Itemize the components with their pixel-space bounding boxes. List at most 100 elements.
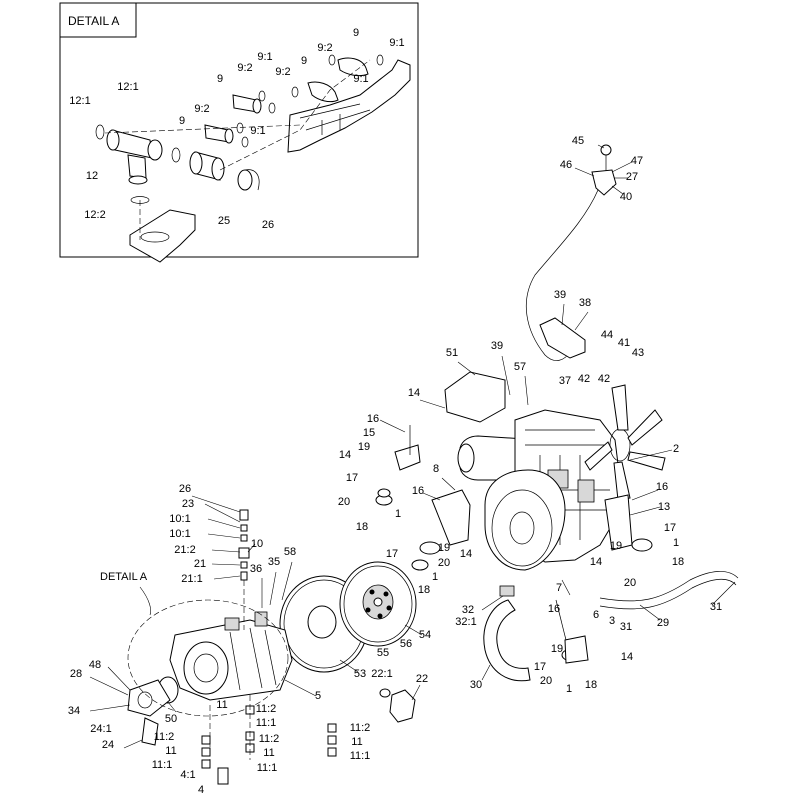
part-callout: 21 [194, 558, 206, 570]
detail-part-callout: 9:1 [353, 73, 368, 85]
part-callout: 19 [610, 540, 622, 552]
part-callout: 38 [579, 297, 591, 309]
part-callout: 21:2 [174, 544, 195, 556]
solenoid-22 [389, 689, 416, 723]
part-callout: 22 [416, 673, 428, 685]
cable-bracket-38 [539, 317, 586, 359]
part-callout: 18 [356, 521, 368, 533]
part-callout: 20 [438, 557, 450, 569]
part-callout: 7 [556, 582, 562, 594]
detail-part-callout: 12:2 [84, 209, 105, 221]
fitting-stack-11 [201, 695, 337, 785]
hydraulic-pump [127, 611, 293, 746]
part-callout: 14 [460, 548, 472, 560]
detail-part-callout: 26 [262, 219, 274, 231]
part-callout: 1 [566, 683, 572, 695]
part-callout: 24 [102, 739, 114, 751]
detail-manifold-bracket [287, 59, 411, 153]
part-callout: 1 [432, 571, 438, 583]
coupling-25 [189, 151, 225, 181]
detail-part-callout: 9:2 [194, 103, 209, 115]
isolator-mounts [375, 425, 653, 664]
part-callout: 16 [367, 413, 379, 425]
part-callout: 14 [621, 651, 633, 663]
part-callout: 11:2 [259, 733, 280, 745]
part-callout: 50 [165, 713, 177, 725]
part-callout: 15 [363, 427, 375, 439]
part-callout: 11 [351, 736, 362, 748]
part-callout: 32 [462, 604, 474, 616]
leader-lines [89, 144, 736, 749]
part-callout: 41 [618, 337, 630, 349]
part-callout: 10 [251, 538, 263, 550]
throttle-knob [600, 144, 612, 156]
throttle-cable [525, 189, 599, 361]
part-callout: 16 [548, 603, 560, 615]
detail-part-callout: 12:1 [117, 81, 138, 93]
fitting-stack-10 [238, 509, 250, 630]
part-callout: 21:1 [181, 573, 202, 585]
part-callout: 57 [514, 361, 526, 373]
detail-part-callout: 9 [217, 73, 223, 85]
part-callout: 26 [179, 483, 191, 495]
detail-part-callout: 25 [218, 215, 230, 227]
o-ring-12-1a [95, 124, 105, 140]
engine-assembly [431, 384, 666, 571]
mount-bracket-8 [431, 489, 471, 546]
detail-part-callout: 12 [86, 170, 98, 182]
part-callout: 17 [386, 548, 398, 560]
heat-shield-51 [444, 371, 506, 423]
part-callout: 11 [165, 745, 176, 757]
detail-part-callout: 12:1 [69, 95, 90, 107]
detail-part-callout: 9:1 [389, 37, 404, 49]
part-callout: 27 [626, 171, 638, 183]
part-callout: 19 [551, 643, 563, 655]
part-callout: 31 [620, 621, 632, 633]
tee-fitting-12 [106, 129, 163, 185]
part-callout: 1 [395, 508, 401, 520]
detail-part-callout: 9:2 [275, 66, 290, 78]
part-callout: 16 [656, 481, 668, 493]
part-callout: 11:1 [256, 717, 277, 729]
part-callout: 10:1 [169, 528, 190, 540]
cap-26 [237, 169, 260, 191]
part-callout: 11:2 [350, 722, 371, 734]
part-callout: 13 [658, 501, 670, 513]
part-callout: 11:2 [154, 731, 175, 743]
flywheel-housing [484, 469, 566, 571]
part-callout: 43 [632, 347, 644, 359]
o-ring-12-1b [171, 147, 181, 163]
part-callout: 19 [358, 441, 370, 453]
part-callout: 53 [354, 668, 366, 680]
part-callout: 47 [631, 155, 643, 167]
part-callout: 20 [540, 675, 552, 687]
part-callout: 2 [673, 443, 679, 455]
part-callout: 24:1 [90, 723, 111, 735]
detail-part-callout: 9 [301, 55, 307, 67]
coupler-54 [339, 561, 417, 647]
part-callout: 31 [710, 601, 722, 613]
part-callout: 18 [585, 679, 597, 691]
hose-29 [599, 571, 739, 602]
fittings-9 [204, 54, 384, 148]
part-callout: 37 [559, 375, 571, 387]
detail-part-callout: 9:1 [250, 125, 265, 137]
detail-part-callout: 9:2 [317, 42, 332, 54]
part-callout: 44 [601, 329, 613, 341]
part-callout: 32:1 [455, 616, 476, 628]
part-callout: 8 [433, 463, 439, 475]
part-callout: 30 [470, 679, 482, 691]
detail-part-callout: 9 [353, 27, 359, 39]
detail-box-title: DETAIL A [68, 14, 119, 28]
part-callout: 11:2 [256, 703, 277, 715]
part-callout: 55 [377, 647, 389, 659]
part-callout: 54 [419, 629, 431, 641]
part-callout: 20 [338, 496, 350, 508]
part-callout: 14 [339, 449, 351, 461]
part-callout: 22:1 [371, 668, 392, 680]
part-callout: 14 [408, 387, 420, 399]
detail-bracket-plate [129, 209, 196, 263]
part-callout: 48 [89, 659, 101, 671]
